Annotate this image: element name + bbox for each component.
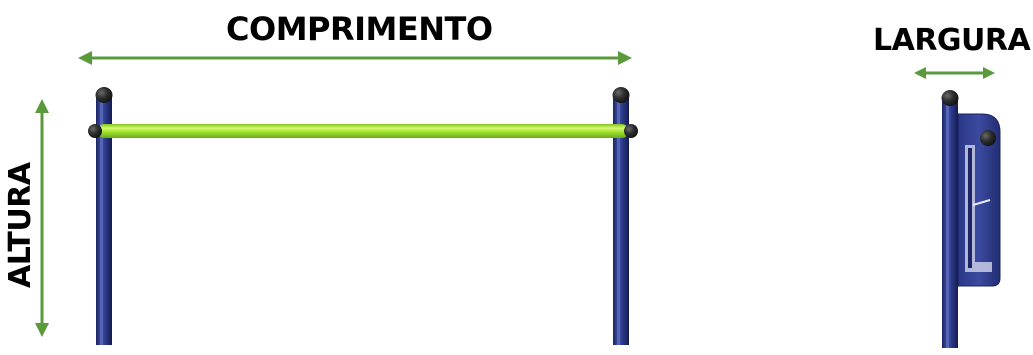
bar-end-cap-icon	[88, 124, 102, 138]
post-cap-icon	[941, 90, 959, 106]
left-post	[95, 87, 113, 345]
height-label: ALTURA	[3, 162, 38, 288]
horizontal-bar	[88, 124, 638, 138]
bar-end-cap-icon	[624, 124, 638, 138]
post-cap-icon	[95, 87, 113, 103]
width-arrow	[914, 67, 995, 79]
right-post	[612, 87, 630, 345]
side-view	[941, 90, 1001, 348]
length-arrow	[78, 51, 632, 65]
post-cap-icon	[612, 87, 630, 103]
bar-end-cap-icon	[980, 130, 996, 146]
height-arrow	[35, 99, 49, 337]
width-label: LARGURA	[873, 23, 1031, 58]
length-label: COMPRIMENTO	[226, 10, 493, 48]
